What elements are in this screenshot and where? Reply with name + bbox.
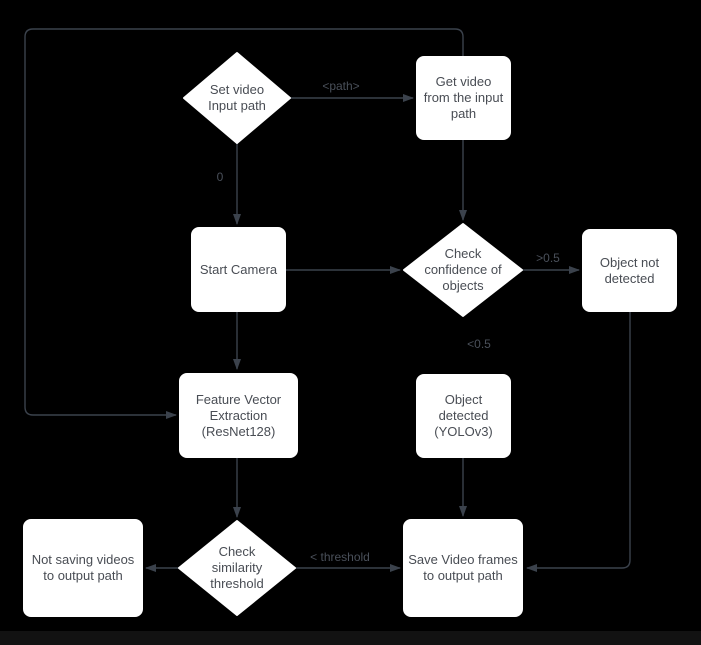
node-get-video-from-input-path[interactable] xyxy=(416,56,511,140)
node-not-saving-videos[interactable] xyxy=(23,519,143,617)
node-feature-vector-extraction[interactable] xyxy=(179,373,298,458)
node-check-confidence-of-objects[interactable] xyxy=(403,223,523,317)
node-set-video-input-path[interactable] xyxy=(183,52,291,144)
edge-objectnotdetected-to-saveframes[interactable] xyxy=(526,311,631,572)
node-object-not-detected[interactable] xyxy=(582,229,677,312)
bottom-strip xyxy=(0,631,701,645)
node-check-similarity-threshold[interactable] xyxy=(178,520,296,616)
node-object-detected-yolov3[interactable] xyxy=(416,374,511,458)
edge-getvideo-to-featurevector-loop[interactable] xyxy=(24,28,464,419)
node-save-video-frames[interactable] xyxy=(403,519,523,617)
node-start-camera[interactable] xyxy=(191,227,286,312)
